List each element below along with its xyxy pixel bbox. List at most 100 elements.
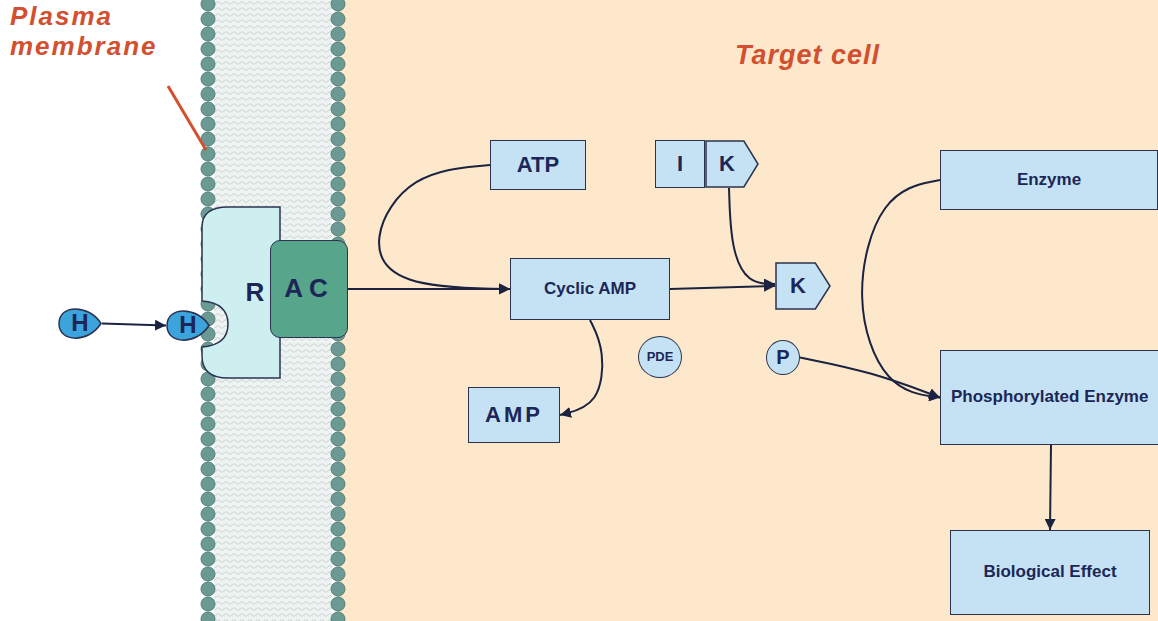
membrane-label: Plasma membrane [10, 2, 210, 62]
lipid-head [331, 567, 345, 581]
receptor: HR [188, 205, 280, 380]
lipid-head [331, 582, 345, 596]
cytoplasm [338, 0, 1158, 621]
adenylate-cyclase: AC [270, 240, 348, 338]
lipid-head [331, 102, 345, 116]
node-text: H [71, 307, 88, 339]
lipid-head [201, 27, 215, 41]
lipid-head [201, 537, 215, 551]
lipid-head [331, 477, 345, 491]
lipid-head [331, 552, 345, 566]
lipid-head [331, 612, 345, 621]
signal-arrow [862, 180, 940, 398]
lipid-head [201, 57, 215, 71]
node-text: H [179, 309, 196, 341]
lipid-head [201, 567, 215, 581]
lipid-head [331, 162, 345, 176]
signal-arrow [348, 288, 510, 290]
signal-arrow [729, 188, 775, 284]
node-text: Phosphorylated Enzyme [951, 386, 1148, 409]
lipid-head [331, 417, 345, 431]
lipid-head [331, 597, 345, 611]
lipid-head [331, 402, 345, 416]
kinase-inactive-shape [706, 141, 758, 187]
lipid-head [331, 432, 345, 446]
node-text: PDE [647, 348, 674, 366]
bound-hormone: H [166, 305, 210, 346]
signal-arrow [800, 358, 940, 398]
lipid-head [201, 597, 215, 611]
atp-box: ATP [490, 140, 586, 190]
signal-arrow [1050, 445, 1051, 530]
lipid-head [331, 132, 345, 146]
signal-arrow [102, 324, 166, 326]
lipid-head [201, 612, 215, 621]
hormone: H [58, 303, 102, 344]
lipid-head [201, 162, 215, 176]
lipid-head [331, 462, 345, 476]
lipid-head [331, 447, 345, 461]
lipid-head [331, 27, 345, 41]
phosphorylated-enzyme-box: Phosphorylated Enzyme [940, 350, 1158, 445]
lipid-head [201, 492, 215, 506]
lipid-head [201, 117, 215, 131]
node-text: AC [284, 271, 334, 306]
lipid-head [201, 522, 215, 536]
lipid-head [331, 12, 345, 26]
lipid-head [201, 102, 215, 116]
receptor-outline [188, 205, 280, 380]
lipid-head [331, 57, 345, 71]
lipid-head [201, 0, 215, 11]
lipid-head [201, 477, 215, 491]
lipid-head [201, 432, 215, 446]
cell-label: Target cell [735, 40, 1035, 71]
lipid-head [331, 177, 345, 191]
lipid-head [201, 417, 215, 431]
lipid-head [331, 537, 345, 551]
lipid-head [201, 147, 215, 161]
node-text: I [677, 149, 683, 179]
node-text: ATP [517, 150, 559, 180]
pde-circle: PDE [638, 336, 682, 378]
lipid-head [331, 192, 345, 206]
lipid-head [331, 522, 345, 536]
lipid-head [331, 72, 345, 86]
lipid-head [201, 177, 215, 191]
lipid-head [331, 387, 345, 401]
lipid-head [201, 42, 215, 56]
phosphate-circle: P [766, 340, 800, 375]
lipid-head [331, 222, 345, 236]
lipid-head [331, 342, 345, 356]
signal-arrow [560, 320, 602, 415]
lipid-head [201, 87, 215, 101]
kinase-active-shape [776, 263, 830, 309]
node-text: R [246, 275, 265, 310]
lipid-head [331, 207, 345, 221]
lipid-head [331, 87, 345, 101]
lipid-head [331, 507, 345, 521]
lipid-head [201, 552, 215, 566]
lipid-head [331, 357, 345, 371]
node-text: AMP [485, 400, 543, 430]
lipid-head [201, 12, 215, 26]
receptor-shape [202, 207, 280, 378]
kinase-inactive: K [705, 140, 759, 188]
lipid-head [201, 447, 215, 461]
node-text: P [776, 344, 789, 371]
lipid-head [331, 117, 345, 131]
inhibitor-box: I [655, 140, 705, 188]
lipid-head [201, 462, 215, 476]
node-text: Enzyme [1017, 169, 1081, 192]
lipid-head [201, 72, 215, 86]
biological-effect-box: Biological Effect [950, 530, 1150, 615]
signal-arrow [670, 286, 775, 289]
lipid-head [201, 387, 215, 401]
leader-line [168, 86, 206, 150]
cyclic-amp-box: Cyclic AMP [510, 258, 670, 320]
lipid-head [201, 402, 215, 416]
lipid-head [331, 372, 345, 386]
lipid-head [201, 192, 215, 206]
kinase-active: K [775, 262, 831, 310]
amp-box: AMP [468, 387, 560, 443]
